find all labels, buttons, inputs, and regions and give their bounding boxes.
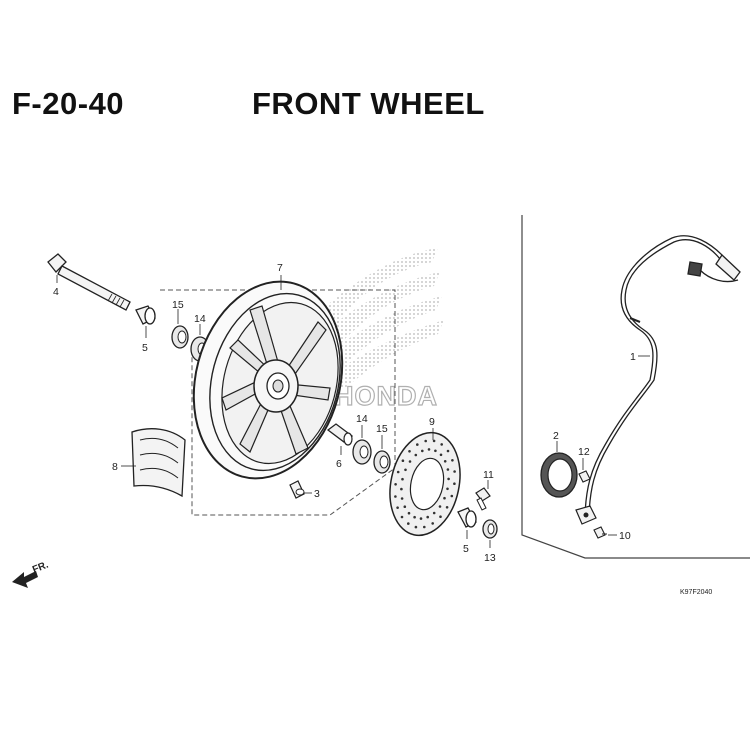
callout-7: 7 bbox=[277, 262, 283, 274]
disc-hole bbox=[426, 515, 430, 519]
disc-hole bbox=[451, 459, 454, 462]
disc-hole bbox=[407, 522, 410, 525]
front-wheel-rim bbox=[192, 280, 344, 480]
front-fender-panel bbox=[131, 428, 186, 498]
disc-hole bbox=[403, 505, 407, 509]
disc-hole bbox=[443, 460, 447, 463]
disc-hole bbox=[401, 477, 404, 481]
disc-bolt bbox=[475, 487, 491, 511]
disc-hole bbox=[421, 449, 424, 453]
disc-hole bbox=[432, 439, 436, 443]
callout-13: 13 bbox=[484, 552, 496, 564]
figure-reference: K97F2040 bbox=[680, 589, 712, 596]
disc-hole bbox=[408, 450, 411, 453]
dust-seal bbox=[482, 519, 498, 539]
callout-5-right: 5 bbox=[463, 543, 469, 555]
callout-2: 2 bbox=[553, 430, 559, 442]
front-direction-arrow: FR. bbox=[12, 559, 50, 588]
wheel-speed-sensor-head bbox=[575, 505, 597, 525]
disc-hole bbox=[419, 517, 423, 520]
assembly-boundary bbox=[160, 289, 396, 516]
section-divider bbox=[521, 215, 750, 559]
disc-hole bbox=[438, 505, 442, 508]
disc-hole bbox=[404, 468, 407, 472]
callout-14-right: 14 bbox=[356, 413, 368, 425]
diagram-code: F-20-40 bbox=[12, 86, 125, 121]
disc-hole bbox=[424, 439, 428, 443]
sensor-bolt-12 bbox=[578, 470, 591, 483]
disc-hole bbox=[439, 515, 442, 518]
callout-11: 11 bbox=[483, 469, 494, 481]
disc-hole bbox=[434, 449, 437, 453]
disc-hole bbox=[445, 506, 449, 509]
disc-hole bbox=[447, 477, 450, 481]
disc-hole bbox=[396, 506, 399, 510]
disc-hole bbox=[400, 515, 404, 519]
disc-hole bbox=[431, 522, 435, 525]
disc-hole bbox=[423, 525, 426, 529]
callout-6: 6 bbox=[336, 458, 342, 470]
callout-14-left: 14 bbox=[194, 313, 206, 325]
brake-disc bbox=[389, 431, 461, 537]
disc-hole bbox=[407, 511, 411, 515]
callout-5-left: 5 bbox=[142, 342, 148, 354]
callout-3: 3 bbox=[314, 488, 320, 500]
disc-hole bbox=[400, 497, 404, 500]
side-collar-right bbox=[457, 507, 477, 528]
disc-hole bbox=[432, 511, 436, 515]
disc-hole bbox=[427, 448, 431, 451]
disc-hole bbox=[394, 483, 397, 486]
disc-hole bbox=[400, 487, 403, 491]
wheel-speed-sensor-cable bbox=[584, 235, 741, 516]
callout-12: 12 bbox=[578, 446, 590, 458]
disc-hole bbox=[394, 495, 397, 498]
tire-valve bbox=[289, 480, 305, 499]
callout-9: 9 bbox=[429, 416, 435, 428]
disc-hole bbox=[446, 487, 449, 491]
callout-15-left: 15 bbox=[172, 299, 184, 311]
disc-hole bbox=[453, 482, 456, 486]
fr-label: FR. bbox=[31, 559, 50, 575]
disc-hole bbox=[414, 453, 418, 457]
callout-4: 4 bbox=[53, 286, 59, 298]
pulser-ring bbox=[540, 452, 578, 498]
disc-hole bbox=[446, 468, 450, 471]
honda-logo-watermark: HONDA bbox=[334, 381, 438, 411]
disc-hole bbox=[408, 460, 412, 463]
callout-10: 10 bbox=[619, 530, 631, 542]
bearing-15-right bbox=[373, 450, 391, 474]
disc-hole bbox=[401, 459, 405, 463]
callout-1: 1 bbox=[630, 351, 636, 363]
bearing-15-left bbox=[171, 325, 189, 349]
disc-hole bbox=[416, 443, 419, 446]
diagram-title: FRONT WHEEL bbox=[252, 86, 485, 121]
axle-bolt bbox=[47, 253, 131, 311]
disc-hole bbox=[413, 515, 416, 519]
disc-hole bbox=[396, 470, 400, 474]
disc-hole bbox=[414, 525, 418, 529]
sensor-bolt-10 bbox=[593, 526, 607, 539]
disc-hole bbox=[453, 470, 456, 473]
callout-15-right: 15 bbox=[376, 423, 388, 435]
distance-collar bbox=[326, 423, 354, 446]
disc-hole bbox=[440, 443, 444, 446]
disc-hole bbox=[443, 496, 446, 500]
disc-hole bbox=[439, 453, 443, 457]
disc-hole bbox=[450, 494, 454, 498]
callout-8: 8 bbox=[112, 461, 118, 473]
disc-hole bbox=[446, 449, 450, 453]
bearing-14-right bbox=[352, 439, 372, 465]
side-collar bbox=[135, 305, 156, 325]
